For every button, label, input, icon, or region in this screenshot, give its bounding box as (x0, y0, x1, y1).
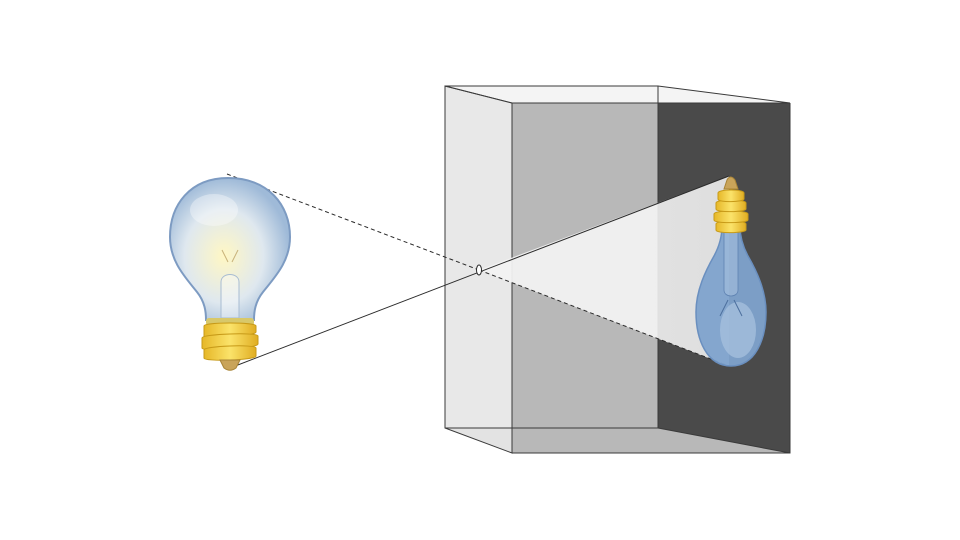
box-top-panel (445, 86, 790, 103)
light-cone (479, 176, 729, 366)
inverted-bulb-base (713, 176, 749, 234)
box-floor (445, 428, 790, 453)
inverted-light-bulb-icon (695, 176, 767, 367)
ray-top-to-bottom-inside (478, 269, 730, 367)
pinhole-icon (476, 264, 482, 276)
bulb-base (201, 322, 259, 371)
light-bulb-icon (168, 176, 292, 371)
